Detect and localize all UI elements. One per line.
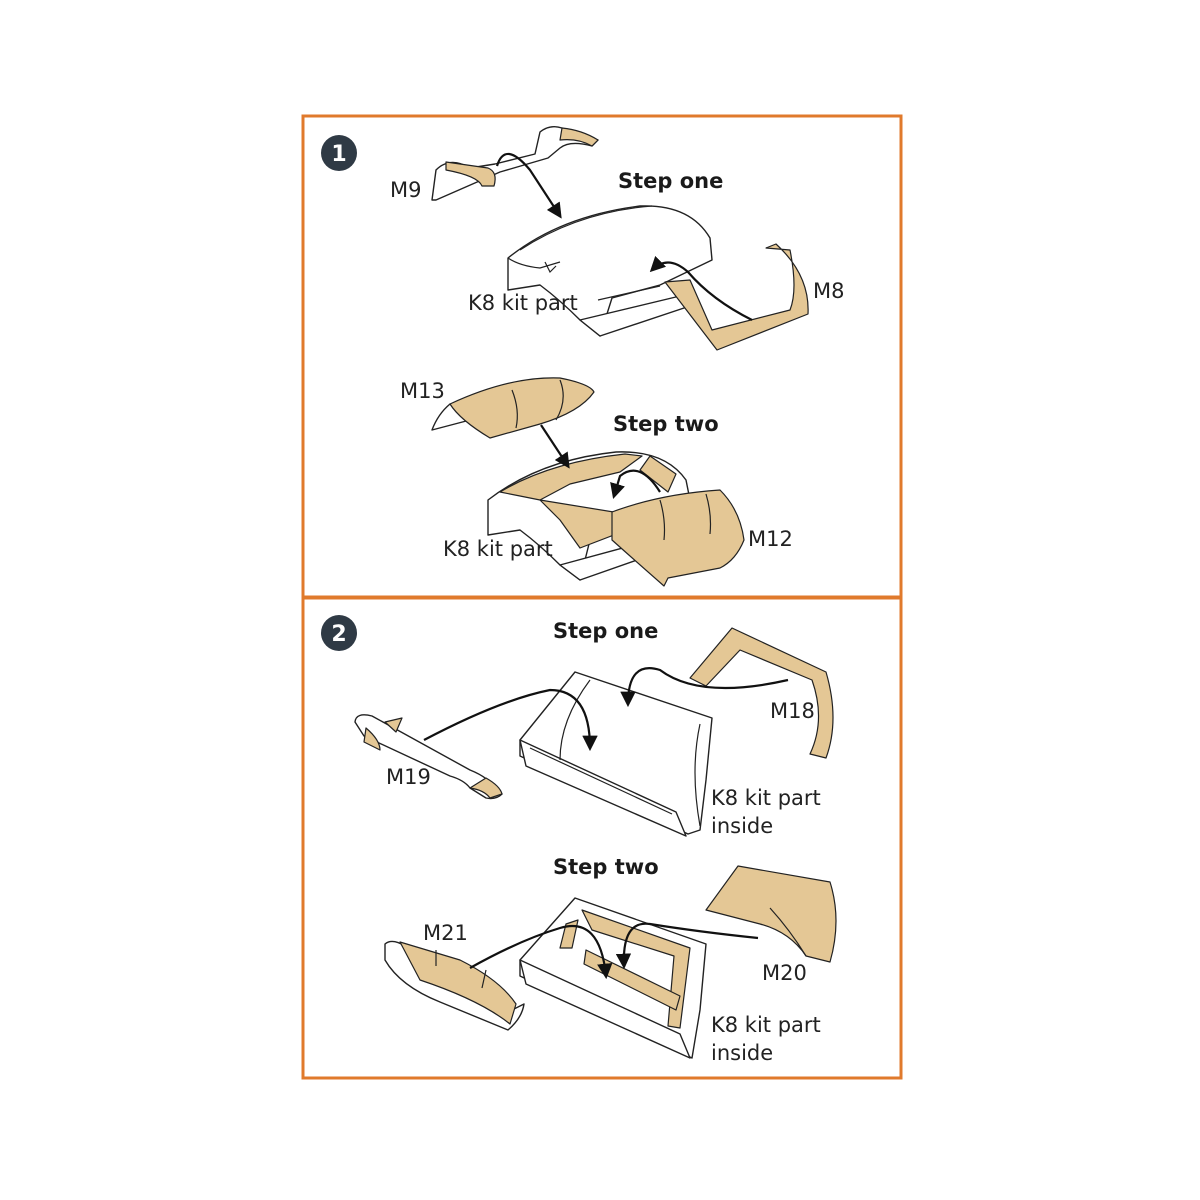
k8-label-top-line2: inside: [711, 814, 773, 838]
m13-decal: [431, 377, 595, 439]
arrow-m21-to-part: [469, 924, 613, 980]
panel-1-number: 1: [331, 142, 346, 167]
m18-decal: [689, 627, 834, 759]
m19-part: [354, 714, 503, 800]
arrow-m8-to-part: [649, 255, 753, 321]
panel-2: 2 Step one Step two M18 M19 K8 kit part …: [301, 596, 903, 1080]
k8-kit-part-label-step2: K8 kit part: [443, 537, 553, 561]
panel-1: 1 Step one Step two M9 K8 kit part M8: [301, 114, 903, 599]
panel-1-step-one-title: Step one: [618, 169, 723, 193]
panel-1-step-two-title: Step two: [613, 412, 719, 436]
arrow-m12-to-part: [610, 469, 661, 499]
panel-1-badge: 1: [321, 135, 357, 171]
m21-decal: [384, 940, 525, 1031]
m12-decal: [611, 489, 745, 587]
arrow-m18-to-part: [620, 667, 789, 708]
panel-2-step-one-title: Step one: [553, 619, 658, 643]
arrow-m20-to-part: [615, 922, 759, 970]
m8-decal: [664, 243, 809, 351]
arrow-m9-to-part: [495, 152, 562, 219]
k8-kit-part-top: [507, 205, 713, 337]
m20-decal: [705, 865, 837, 963]
m21-label: M21: [423, 921, 468, 945]
k8-label-bottom-line2: inside: [711, 1041, 773, 1065]
m19-label: M19: [386, 765, 431, 789]
k8-kit-part-inside-top: [519, 671, 713, 837]
panel-1-badge-circle: [321, 135, 357, 171]
m13-label: M13: [400, 379, 445, 403]
m9-label: M9: [390, 178, 421, 202]
k8-kit-part-label-step1: K8 kit part: [468, 291, 578, 315]
m9-part: [431, 125, 599, 201]
m20-label: M20: [762, 961, 807, 985]
panel-2-badge-circle: [321, 615, 357, 651]
m12-label: M12: [748, 527, 793, 551]
k8-label-top-line1: K8 kit part: [711, 786, 821, 810]
k8-label-bottom-line1: K8 kit part: [711, 1013, 821, 1037]
arrow-m13-to-part: [540, 424, 570, 469]
panel-2-step-two-title: Step two: [553, 855, 659, 879]
panel-2-badge: 2: [321, 615, 357, 651]
m18-label: M18: [770, 699, 815, 723]
m8-label: M8: [813, 279, 844, 303]
panel-2-number: 2: [331, 622, 346, 647]
arrow-m19-to-part: [423, 688, 598, 752]
